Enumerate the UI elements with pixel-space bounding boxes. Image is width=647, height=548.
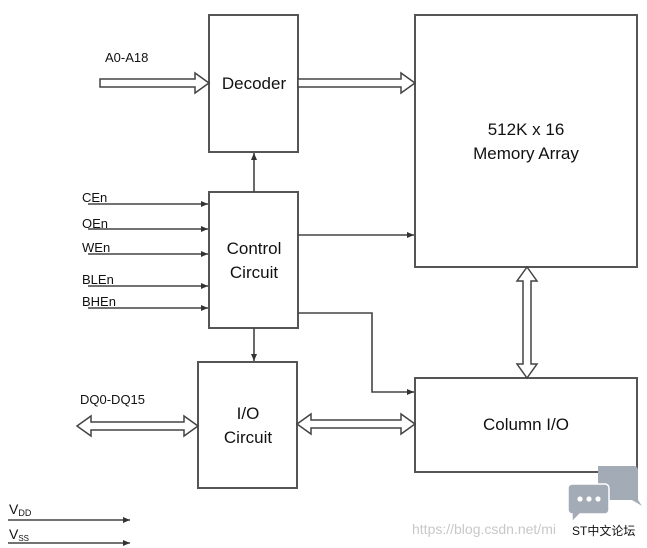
vdd-label: VDD [9,501,32,518]
signal-label-blen: BLEn [82,272,114,287]
data-bus-label: DQ0-DQ15 [80,392,145,407]
watermark-forum: ST中文论坛 [572,523,635,538]
watermark: https://blog.csdn.net/mi ST中文论坛 [412,466,642,538]
chat-bubble-icon [567,483,610,524]
watermark-url: https://blog.csdn.net/mi [412,521,556,537]
control-label-2: Circuit [230,263,278,282]
memory-array-block [414,14,638,268]
io-circuit-block [197,361,298,489]
io-label-2: Circuit [224,428,272,447]
control-label-1: Control [227,239,282,258]
vss-label: VSS [9,526,29,543]
signal-label-bhen: BHEn [82,294,116,309]
column-io-block [414,377,638,473]
control-to-column-arrow [298,312,414,395]
decoder-block [208,14,299,153]
signal-label-cen: CEn [82,190,107,205]
io-column-bidirectional-arrow [295,412,417,436]
decoder-to-memory-arrow [297,71,417,95]
memory-array-label: Memory Array [473,144,579,163]
vdd-main: V [9,501,19,517]
vss-main: V [9,526,19,542]
memory-array-size: 512K x 16 [488,120,565,139]
address-label: A0-A18 [105,50,148,65]
column-io-label: Column I/O [483,415,569,434]
decoder-label: Decoder [222,74,287,93]
data-bus-arrow [75,414,200,438]
memory-column-bidirectional-arrow [515,265,539,380]
control-signals: CEn OEn WEn BLEn BHEn [82,190,208,311]
signal-label-wen: WEn [82,240,110,255]
io-label-1: I/O [237,404,260,423]
vss-sub: SS [18,534,29,543]
address-bus-arrow [99,71,211,95]
signal-label-oen: OEn [82,216,108,231]
vdd-sub: DD [18,508,31,518]
control-circuit-block [208,191,299,329]
